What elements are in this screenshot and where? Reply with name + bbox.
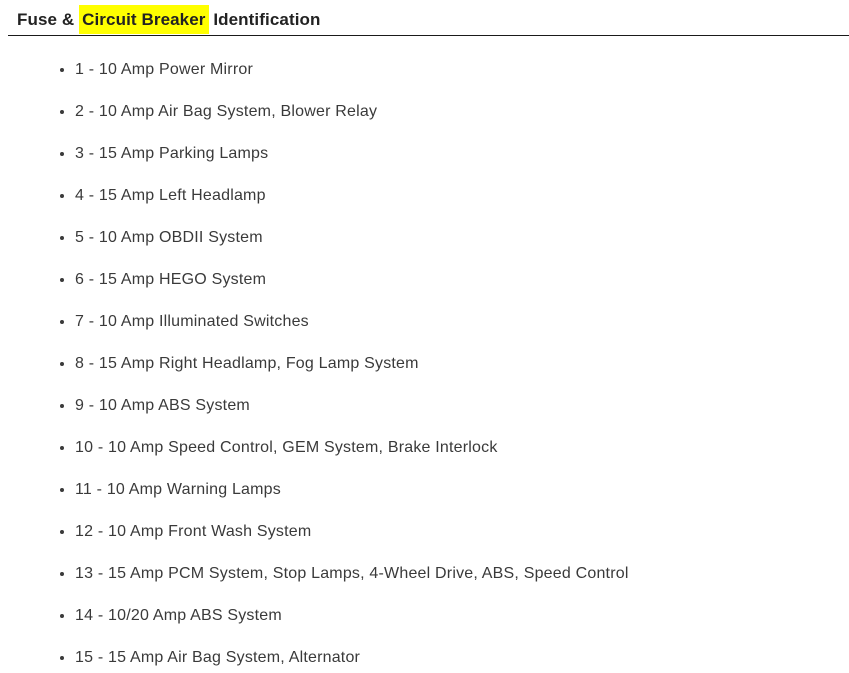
list-item: 6 - 15 Amp HEGO System bbox=[75, 272, 849, 288]
list-item: 2 - 10 Amp Air Bag System, Blower Relay bbox=[75, 104, 849, 120]
highlighted-search-term: Circuit Breaker bbox=[79, 5, 209, 34]
list-item: 4 - 15 Amp Left Headlamp bbox=[75, 188, 849, 204]
list-item: 3 - 15 Amp Parking Lamps bbox=[75, 146, 849, 162]
page-title: Fuse & Circuit Breaker Identification bbox=[8, 0, 849, 36]
list-item: 10 - 10 Amp Speed Control, GEM System, B… bbox=[75, 440, 849, 456]
list-item: 7 - 10 Amp Illuminated Switches bbox=[75, 314, 849, 330]
fuse-list: 1 - 10 Amp Power Mirror 2 - 10 Amp Air B… bbox=[0, 62, 849, 666]
list-item: 11 - 10 Amp Warning Lamps bbox=[75, 482, 849, 498]
list-item: 14 - 10/20 Amp ABS System bbox=[75, 608, 849, 624]
list-item: 9 - 10 Amp ABS System bbox=[75, 398, 849, 414]
list-item: 13 - 15 Amp PCM System, Stop Lamps, 4-Wh… bbox=[75, 566, 849, 582]
list-item: 5 - 10 Amp OBDII System bbox=[75, 230, 849, 246]
list-item: 15 - 15 Amp Air Bag System, Alternator bbox=[75, 650, 849, 666]
list-item: 8 - 15 Amp Right Headlamp, Fog Lamp Syst… bbox=[75, 356, 849, 372]
page-title-prefix: Fuse & bbox=[17, 10, 80, 29]
page-title-suffix: Identification bbox=[208, 10, 321, 29]
list-item: 12 - 10 Amp Front Wash System bbox=[75, 524, 849, 540]
list-item: 1 - 10 Amp Power Mirror bbox=[75, 62, 849, 78]
